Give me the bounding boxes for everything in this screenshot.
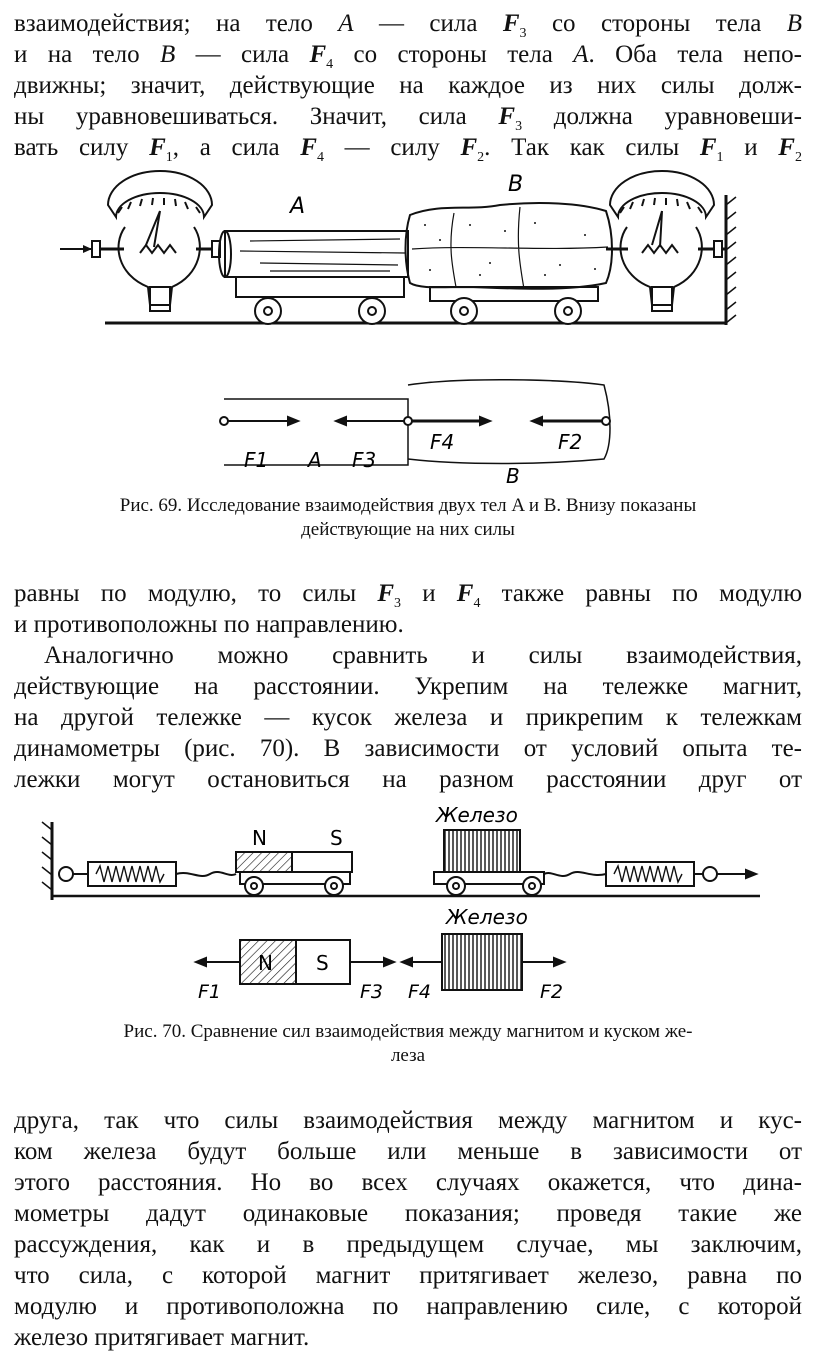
magnet-s-label-lower: S: [316, 951, 329, 975]
caption-line: леза: [390, 1045, 426, 1066]
text-line: действующие на расстоянии. Укрепим на те…: [14, 673, 802, 700]
wall: [724, 195, 737, 325]
text-line: железо притягивает магнит.: [14, 1324, 310, 1351]
force-label-f2: F2: [558, 430, 582, 454]
text-line: лежки могут остановиться на разном расст…: [14, 766, 802, 793]
dynamometer-right: [543, 861, 759, 887]
force-diagram-69: [219, 378, 611, 466]
text-line: Аналогично можно сравнить и силы взаимод…: [44, 642, 802, 669]
sack-dots: [424, 222, 596, 276]
force-diagram-70: [193, 933, 567, 991]
text-line: ны уравновешиваться. Значит, сила F3 дол…: [14, 103, 802, 134]
text-line: что сила, с которой магнит притягивает ж…: [14, 1262, 802, 1289]
magnet-n-label-lower: N: [258, 951, 273, 975]
dynamometer-left: [58, 861, 237, 887]
force-label-f4: F4: [408, 981, 431, 1003]
text-line: вать силу F1, а сила F4 — силу F2. Так к…: [14, 134, 802, 165]
caption-line: Рис. 70. Сравнение сил взаимодействия ме…: [123, 1021, 693, 1042]
text-line: движны; значит, действующие на каждое из…: [14, 72, 802, 99]
text-line: этого расстояния. Но во всех случаях ока…: [14, 1169, 802, 1196]
body-b-label: B: [508, 172, 523, 197]
paragraph-4: друга, так что силы взаимодействия между…: [14, 1105, 802, 1353]
text-line: рассуждения, как и в предыдущем случае, …: [14, 1231, 802, 1258]
body-a-log: [218, 230, 409, 278]
text-line: взаимодействия; на тело A — сила F3 со с…: [14, 10, 802, 41]
text-line: друга, так что силы взаимодействия между…: [14, 1107, 802, 1134]
iron-cart: [433, 829, 545, 896]
figure-70-caption: Рис. 70. Сравнение сил взаимодействия ме…: [12, 1020, 804, 1068]
text-line: мометры дадут одинаковые показания; пров…: [14, 1200, 802, 1227]
paragraph-1: взаимодействия; на тело A — сила F3 со с…: [14, 8, 802, 165]
magnet-n-label: N: [252, 826, 267, 850]
force-label-a: A: [306, 448, 322, 472]
dynamometer-right: [606, 170, 726, 312]
text-line: и на тело B — сила F4 со стороны тела A.…: [14, 41, 802, 72]
force-label-f3: F3: [352, 448, 376, 472]
paragraph-3: Аналогично можно сравнить и силы взаимод…: [14, 640, 802, 795]
text-line: на другой тележке — кусок железа и прикр…: [14, 704, 802, 731]
force-label-f4: F4: [430, 430, 454, 454]
magnet-s-label: S: [330, 826, 343, 850]
force-label-b: B: [506, 464, 520, 485]
body-a-label: A: [288, 194, 305, 219]
force-label-f2: F2: [540, 981, 563, 1003]
figure-69: A B: [60, 170, 737, 485]
text-line: динамометры (рис. 70). В зависимости от …: [14, 735, 802, 762]
force-label-f3: F3: [360, 981, 383, 1003]
text-line: ком железа будут больше или меньше в зав…: [14, 1138, 802, 1165]
cart-a: [235, 276, 405, 325]
text-line: равны по модулю, то силы F3 и F4 также р…: [14, 580, 803, 611]
body-b-sack: [404, 202, 613, 290]
wall: [41, 821, 54, 900]
text-line: и противоположны по направлению.: [14, 611, 404, 638]
force-label-f1: F1: [244, 448, 268, 472]
magnet-cart: [235, 851, 353, 896]
caption-line: действующие на них силы: [301, 519, 515, 540]
figure-69-caption: Рис. 69. Исследование взаимодействия дву…: [12, 494, 804, 542]
paragraph-2: равны по модулю, то силы F3 и F4 также р…: [14, 578, 802, 640]
dynamometer-left: [91, 170, 221, 312]
force-label-f1: F1: [198, 981, 221, 1003]
iron-label-top: Железо: [434, 803, 518, 827]
push-arrow-icon: [60, 245, 92, 253]
text-line: модулю и противоположна по направлению с…: [14, 1293, 802, 1320]
iron-label-bottom: Железо: [444, 905, 528, 929]
caption-line: Рис. 69. Исследование взаимодействия дву…: [119, 495, 697, 516]
figure-70: N S Железо N: [41, 803, 760, 1003]
cart-b: [429, 286, 599, 325]
